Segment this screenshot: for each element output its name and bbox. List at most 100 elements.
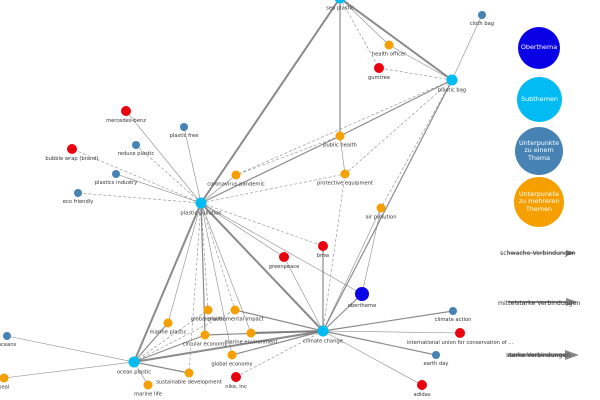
edge-plastic_bag-corona [235,79,453,176]
node-label-cloth_bag: cloth bag [470,21,494,27]
node-plastic_free[interactable] [180,123,188,131]
node-circular[interactable] [200,330,210,340]
node-global_plastic[interactable] [203,305,213,315]
node-label-bmw: bmw [317,253,330,259]
edge-sealife_top-plastic_pollution [200,0,340,204]
node-obertheme[interactable] [355,287,369,301]
node-left_bottom[interactable] [0,373,9,383]
node-label-plastic_bag: plastic bag [438,88,466,94]
node-label-adidas: adidas [413,392,430,398]
legend-unterpunkte-einem-label: Unterpunkte zu einem Thema [518,138,560,162]
edge-ocean_plastic-sustainable [133,361,190,374]
edge-plastic_pollution-circular [200,202,206,336]
node-iucn[interactable] [455,328,465,338]
edge-plastic_bag-gumtree [378,67,453,81]
node-marine_plastic[interactable] [163,318,173,328]
edge-sealife_top-plastic_bag [341,0,453,81]
node-label-climate_change: climate change [303,339,343,345]
node-gumtree[interactable] [374,63,384,73]
edge-climate_change-climate_action [322,310,454,332]
edge-ocean_plastic-left_bottom [3,361,135,379]
legend-subthemen: Subthemen [517,77,562,122]
node-health_officer[interactable] [384,40,394,50]
edge-plastic_pollution-corona [200,174,237,204]
node-label-earth_day: earth day [423,361,448,367]
node-label-plastic_pollution: plastic pollution [180,211,221,217]
edge-plastic_pollution-sustainable [188,202,202,374]
node-air_pollution[interactable] [376,203,386,213]
node-label-ocean_plastic: ocean plastic [117,370,151,376]
node-protective[interactable] [340,169,350,179]
edge-plastic_pollution-global_econ [200,202,233,356]
node-label-public_health: public health [323,143,357,149]
node-bmw[interactable] [318,241,328,251]
edge-plastic_pollution-env_impact [200,202,236,311]
node-label-circular: circular economy [183,342,228,348]
edge-public_health-corona [235,135,341,176]
node-label-health_officer: health officer [372,52,407,58]
legend-medium-arrow [566,298,578,306]
edge-plastic_pollution-public_health [200,135,341,204]
node-sealife_top[interactable] [334,0,346,4]
node-marine_env[interactable] [246,328,256,338]
edge-climate_change-earth_day [322,330,437,356]
node-label-plastics_ind: plastics industry [95,180,138,186]
edge-climate_change-env_impact [234,309,324,332]
node-label-global_plastic: global plastic [191,317,226,323]
node-adidas[interactable] [417,380,427,390]
node-label-mercedes: mercedes-benz [106,118,146,124]
node-label-protective: protective equipment [317,181,373,187]
node-oceans[interactable] [3,332,11,340]
node-public_health[interactable] [335,131,345,141]
node-corona[interactable] [231,170,241,180]
node-cloth_bag[interactable] [478,11,486,19]
node-label-reduce: reduce plastic [118,151,155,157]
node-label-climate_action: climate action [435,317,472,323]
node-climate_change[interactable] [317,325,329,337]
edge-plastic_pollution-bmw [200,202,324,247]
edge-climate_change-adidas [322,330,423,386]
legend-unterpunkte-mehreren-label: Unterpunkte zu mehreren Themen [518,189,560,213]
node-climate_action[interactable] [449,307,457,315]
node-marine_life[interactable] [143,380,153,390]
node-plastic_bag[interactable] [446,74,458,86]
edge-plastic_pollution-ocean_plastic [133,202,202,363]
node-plastic_pollution[interactable] [195,197,207,209]
edge-plastic_pollution-climate_change [200,202,324,332]
node-ocean_plastic[interactable] [128,356,140,368]
legend-subthemen-label: Subthemen [521,94,558,103]
edge-plastic_pollution-plastic_free [183,126,202,204]
node-env_impact[interactable] [230,305,240,315]
legend-unterpunkte-einem: Unterpunkte zu einem Thema [515,127,563,175]
edge-plastic_pollution-bubble [71,148,202,204]
node-global_econ[interactable] [227,350,237,360]
node-eco[interactable] [74,189,82,197]
node-label-sealife_top: sea plastic [326,6,354,12]
node-label-air_pollution: air pollution [366,215,397,221]
node-reduce[interactable] [132,141,140,149]
edge-climate_change-greenpeace [283,256,324,332]
legend-weak-label: schwache Verbindungen [500,250,576,257]
edge-plastic_pollution-reduce [135,144,202,204]
node-greenpeace[interactable] [279,252,289,262]
edge-public_health-protective [339,135,346,175]
edge-climate_change-protective [322,173,346,332]
edge-plastic_bag-protective [344,79,453,175]
legend-weak-arrow [566,250,576,256]
node-earth_day[interactable] [432,351,440,359]
legend-medium-label: mittelstarke Verbindungen [498,300,581,307]
edge-plastic_bag-cloth_bag [451,14,483,81]
node-plastics_ind[interactable] [112,170,120,178]
legend-strong-arrow [565,350,579,360]
legend-oberthema: Oberthema [518,27,560,69]
edge-ocean_plastic-circular [133,334,206,363]
node-nike[interactable] [231,372,241,382]
node-label-nike: nike, inc [225,384,247,390]
node-bubble[interactable] [67,144,77,154]
node-sustainable[interactable] [184,368,194,378]
edge-plastic_pollution-plastics_ind [115,173,202,204]
edge-climate_change-iucn [322,330,461,334]
node-mercedes[interactable] [121,106,131,116]
edge-plastic_pollution-eco [77,192,202,204]
